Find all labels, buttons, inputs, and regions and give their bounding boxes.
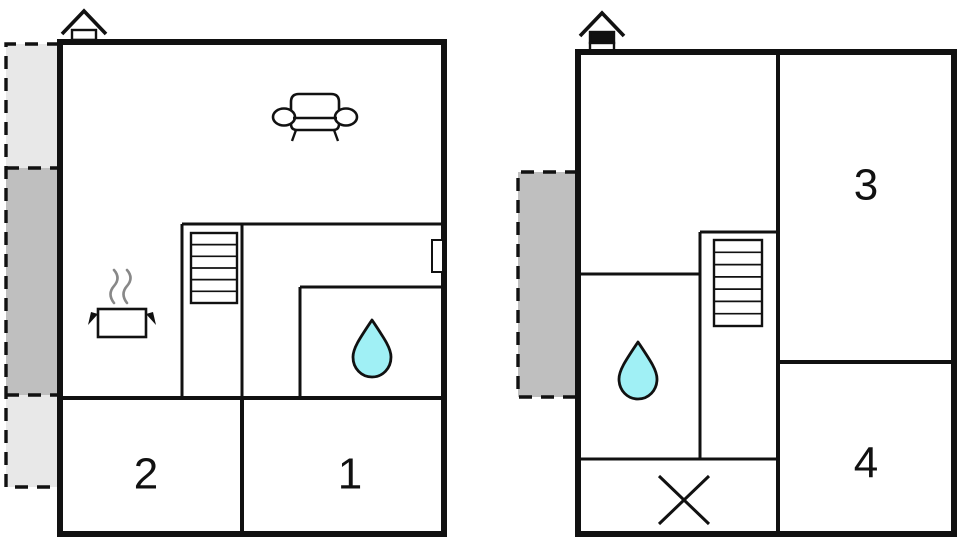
terrace-group-right — [516, 170, 578, 399]
water-drop-icon — [351, 318, 393, 379]
terrace-middle — [6, 168, 60, 395]
terrace-dashed-outline-right — [516, 170, 578, 399]
interior-walls-right-plan-thin — [578, 230, 778, 461]
house-roof-icon — [60, 8, 108, 36]
terrace-dashed-outline — [4, 42, 60, 489]
room-number-4: 4 — [854, 439, 878, 488]
water-drop-icon — [617, 340, 659, 401]
staircase-icon — [712, 238, 764, 328]
outer-wall-right-plan — [575, 49, 957, 537]
room-number-3: 3 — [854, 161, 878, 210]
cross-mark-icon — [657, 474, 711, 526]
interior-walls-right-plan — [776, 52, 954, 534]
terrace-group-left — [4, 42, 60, 489]
terrace-upper — [6, 44, 60, 168]
terrace-lower — [6, 395, 60, 487]
outer-wall-left-plan — [57, 39, 447, 537]
house-body-upper — [588, 30, 616, 45]
room-number-2: 2 — [134, 450, 158, 499]
room-number-1: 1 — [338, 450, 362, 499]
cooking-pot-icon — [88, 268, 156, 339]
interior-walls-left-plan — [60, 222, 444, 534]
upper-floor-plan: 3 4 — [516, 10, 957, 537]
sofa-icon — [271, 92, 359, 142]
wall-bathroom — [298, 285, 444, 398]
ground-floor-plan: 2 1 — [4, 8, 447, 537]
house-marker-icon — [578, 10, 626, 56]
staircase-icon — [189, 231, 239, 305]
door-icon — [431, 239, 444, 273]
terrace-balcony — [518, 172, 578, 397]
house-roof-icon — [578, 10, 626, 38]
house-body-upper — [70, 28, 98, 42]
